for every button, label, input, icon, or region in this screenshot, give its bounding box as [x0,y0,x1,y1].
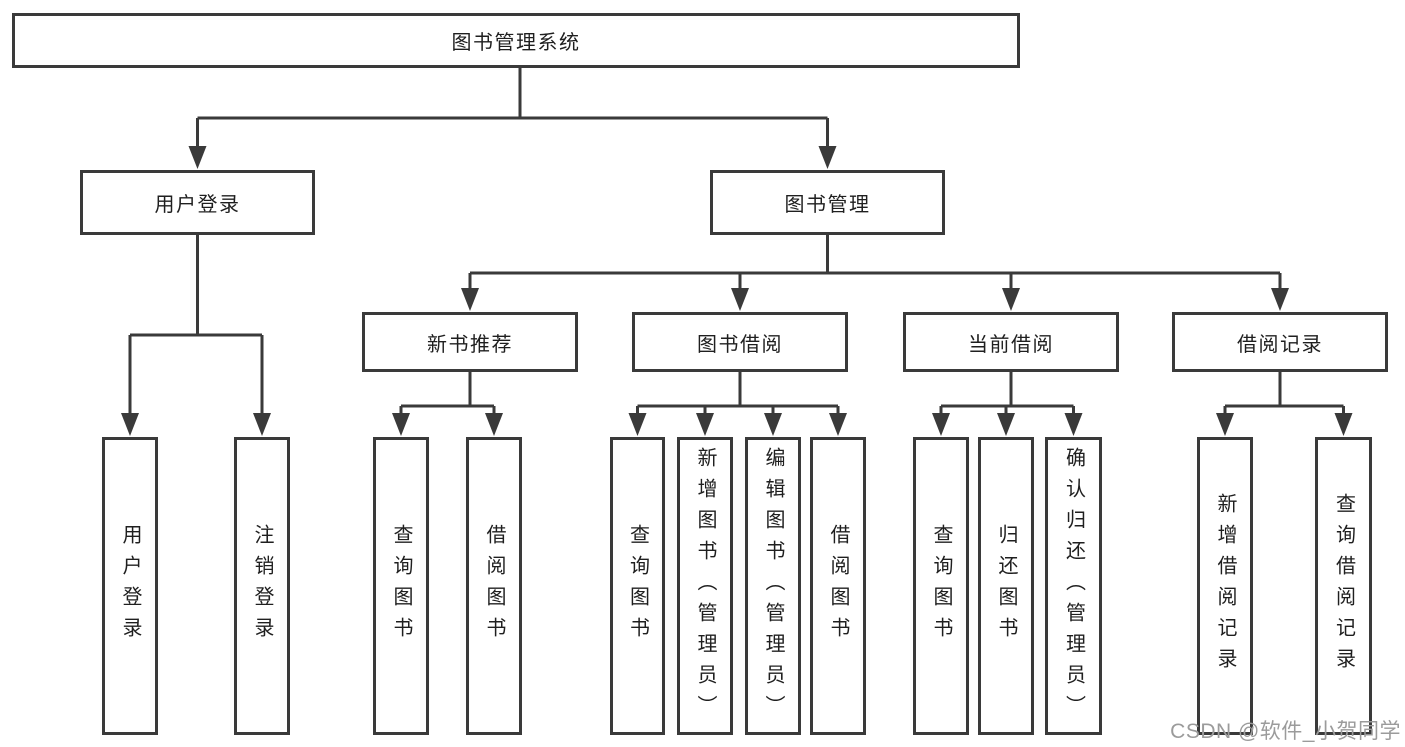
leaf-borrow-book-under-borrow: 借阅图书 [810,437,866,735]
leaf-add-book-admin: 新增图书（管理员） [677,437,733,735]
leaf-query-book-under-recommend: 查询图书 [373,437,429,735]
leaf-borrow-book-under-recommend: 借阅图书 [466,437,522,735]
leaf-query-book-under-current: 查询图书 [913,437,969,735]
node-current-borrow: 当前借阅 [903,312,1119,372]
leaf-query-book-under-borrow: 查询图书 [610,437,665,735]
edges-book-mgmt-to-level3 [461,235,1289,311]
edges-current-borrow-to-leaves [932,372,1083,436]
edges-root-to-level2 [188,68,837,169]
edges-book-borrow-to-leaves [628,372,847,436]
node-user-login: 用户登录 [80,170,315,235]
watermark: CSDN @软件_小贺同学 [1170,720,1401,743]
node-root: 图书管理系统 [12,13,1020,68]
leaf-user-login: 用户登录 [102,437,158,735]
edges-borrow-record-to-leaves [1216,372,1353,436]
leaf-query-borrow-record: 查询借阅记录 [1315,437,1372,735]
leaf-confirm-return-admin: 确认归还（管理员） [1045,437,1102,735]
node-new-book-recommend: 新书推荐 [362,312,578,372]
leaf-add-borrow-record: 新增借阅记录 [1197,437,1253,735]
edges-new-book-rec-to-leaves [392,372,503,436]
node-book-management: 图书管理 [710,170,945,235]
leaf-return-book: 归还图书 [978,437,1034,735]
leaf-logout: 注销登录 [234,437,290,735]
edges-user-login-to-leaves [121,235,271,436]
node-book-borrow: 图书借阅 [632,312,848,372]
node-borrow-record: 借阅记录 [1172,312,1388,372]
leaf-edit-book-admin: 编辑图书（管理员） [745,437,801,735]
